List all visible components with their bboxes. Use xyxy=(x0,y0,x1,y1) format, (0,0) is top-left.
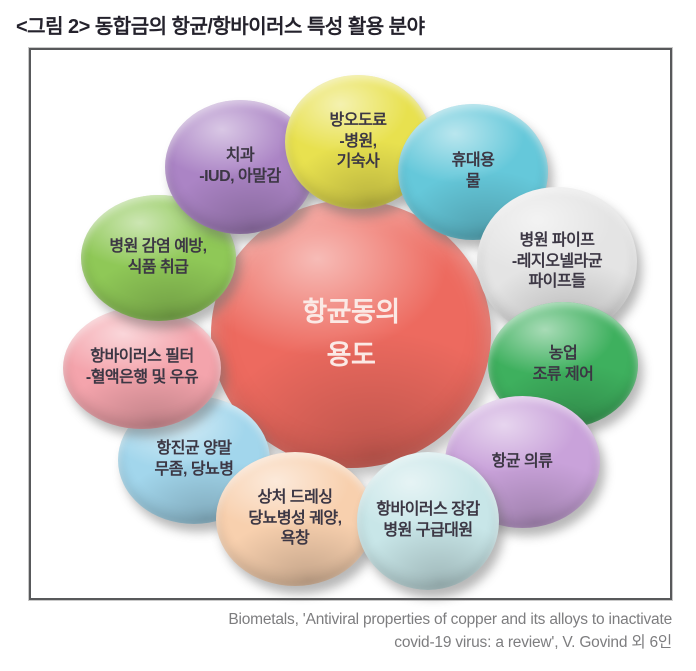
figure-title: <그림 2> 동합금의 항균/항바이러스 특성 활용 분야 xyxy=(16,16,425,38)
bubble-label-line: 방오도료 xyxy=(329,111,387,129)
bubble-antibacterial-clothing: 항균 의류 xyxy=(444,396,600,528)
bubble-label-line: 치과 xyxy=(225,147,255,165)
bubble-label-line: -IUD, 아말감 xyxy=(199,168,281,185)
bubble-label-line: -레지오넬라균 xyxy=(511,252,603,270)
center-circle: 항균동의 용도 xyxy=(211,200,491,468)
bubble-label-line: 항균 의류 xyxy=(491,452,553,470)
bubble-label-line: 욕창 xyxy=(280,530,310,548)
center-label-line: 용도 xyxy=(326,340,376,370)
source-caption: Biometals, 'Antiviral properties of copp… xyxy=(228,608,672,654)
source-caption-line: covid-19 virus: a review', V. Govind 외 6… xyxy=(394,634,672,651)
bubble-label-line: -병원, xyxy=(339,132,377,150)
bubble-label-line: 항바이러스 장갑 xyxy=(376,501,480,519)
bubble-label-line: 병원 감염 예방, xyxy=(109,238,207,256)
source-caption-line: Biometals, 'Antiviral properties of copp… xyxy=(228,611,672,628)
bubble-label-line: 휴대용 xyxy=(451,152,495,170)
bubble-label-line: 상처 드레싱 xyxy=(257,488,333,506)
bubble-label-line: 항진균 양말 xyxy=(156,440,232,458)
bubble-label-line: 무좀, 당뇨병 xyxy=(154,461,235,478)
bubble-label-line: 파이프들 xyxy=(528,273,586,291)
bubble-label-line: 식품 취급 xyxy=(127,259,189,276)
bubble-label-line: 당뇨병성 궤양, xyxy=(248,509,342,527)
bubble-label-line: 병원 구급대원 xyxy=(383,522,473,539)
bubble-label-line: 조류 제어 xyxy=(532,366,594,383)
center-label-line: 항균동의 xyxy=(302,296,400,327)
bubble-label-line: 병원 파이프 xyxy=(519,231,595,249)
bubble-label-line: 항바이러스 필터 xyxy=(90,348,194,366)
bubble-antiviral-filters: 항바이러스 필터 -혈액은행 및 우유 xyxy=(63,307,221,429)
bubble-label-line: -혈액은행 및 우유 xyxy=(85,369,199,386)
bubble-label-line: 기숙사 xyxy=(336,153,380,171)
bubble-label-line: 물 xyxy=(465,173,481,190)
bubble-label-line: 농업 xyxy=(548,345,578,363)
